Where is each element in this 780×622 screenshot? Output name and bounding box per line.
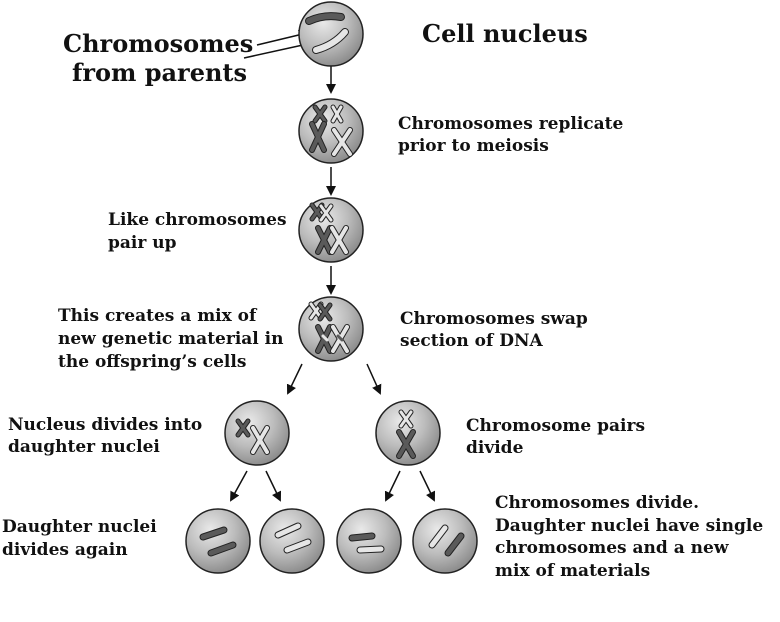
cell-daughter-left xyxy=(224,400,290,466)
cell-final-3 xyxy=(336,508,402,574)
label-divides-again: Daughter nuclei divides again xyxy=(2,517,163,560)
label-pairs-divide: Chromosome pairs divide xyxy=(466,416,651,458)
cell-crossing-over xyxy=(298,296,364,362)
label-chromosomes-from-parents: Chromosomes from parents xyxy=(63,29,262,87)
label-swap-dna: Chromosomes swap section of DNA xyxy=(400,309,594,351)
cell-final-1 xyxy=(185,508,251,574)
label-replicate: Chromosomes replicate prior to meiosis xyxy=(398,114,629,156)
label-pair-up: Like chromosomes pair up xyxy=(108,210,292,253)
flow-arrow-right-split xyxy=(366,363,382,395)
label-final-result: Chromosomes divide. Daughter nuclei have… xyxy=(495,493,769,581)
cell-replicated xyxy=(298,98,364,164)
cell-final-2 xyxy=(259,508,325,574)
flow-arrow-left-split xyxy=(286,363,303,395)
label-nucleus-divides: Nucleus divides into daughter nuclei xyxy=(8,415,208,457)
title-cell-nucleus: Cell nucleus xyxy=(422,19,588,48)
cell-final-4 xyxy=(412,508,478,574)
cell-paired xyxy=(298,197,364,263)
cell-parent-chromosomes xyxy=(298,1,364,67)
flow-arrow-right-a xyxy=(384,470,401,502)
flow-arrow-left-a xyxy=(230,470,248,502)
cell-daughter-right xyxy=(375,400,441,466)
flow-arrow-right-b xyxy=(419,470,436,502)
label-mix-genetic-material: This creates a mix of new genetic materi… xyxy=(58,306,289,372)
flow-arrow-left-b xyxy=(265,470,282,502)
flow-arrows xyxy=(230,66,436,502)
